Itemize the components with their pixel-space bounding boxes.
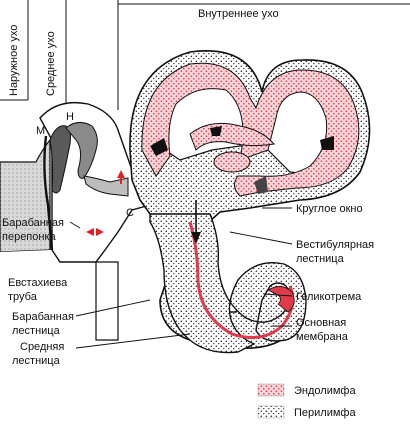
label-eustachian-1: Евстахиева (8, 277, 68, 289)
ampulla-left (150, 138, 168, 156)
otolith-organ (254, 176, 268, 194)
label-basilar-2: мембрана (296, 331, 349, 343)
label-scala-vestibuli-1: Вестибулярная (296, 239, 374, 251)
label-round-window: Круглое окно (296, 203, 363, 215)
label-helicotrema: Геликотрема (296, 291, 362, 303)
label-eustachian-2: труба (8, 291, 38, 303)
eustachian-tube (95, 261, 119, 341)
ampulla-right (320, 136, 334, 150)
label-scala-tympani-1: Барабанная (12, 311, 74, 323)
ossicles (49, 122, 129, 197)
scala-media (188, 221, 295, 340)
arrow-down-head (191, 232, 201, 244)
legend-perilymph-label: Перилимфа (294, 407, 356, 419)
leader-lines (69, 207, 293, 349)
saccule (213, 151, 251, 173)
label-stapes: С (126, 207, 134, 219)
arrow-eardrum-left (86, 228, 94, 236)
malleus (49, 125, 71, 194)
legend: Эндолимфа Перилимфа (257, 383, 356, 419)
label-scala-media-1: Средняя (20, 341, 64, 353)
legend-endolymph-swatch (257, 383, 285, 397)
stapes (83, 175, 129, 197)
region-outer-ear: Наружное ухо (8, 25, 20, 96)
legend-perilymph-swatch (257, 405, 285, 419)
label-basilar-1: Основная (296, 317, 346, 329)
cochlea-body (149, 213, 307, 354)
helicotrema-region (267, 286, 295, 313)
incus (65, 122, 98, 179)
label-malleus: М (36, 125, 45, 137)
region-middle-ear: Среднее ухо (45, 31, 57, 96)
label-eardrum-1: Барабанная (2, 217, 64, 229)
eardrum (43, 135, 54, 251)
label-scala-media-2: лестница (12, 355, 61, 367)
arrow-up-head (117, 170, 125, 178)
label-incus: Н (66, 111, 74, 123)
label-eardrum-2: перепонка (2, 231, 57, 243)
arrows (86, 170, 201, 244)
arrow-eardrum-right (96, 228, 104, 236)
region-inner-ear: Внутреннее ухо (198, 8, 279, 20)
cochlea (149, 213, 307, 354)
ampulla-top (210, 126, 222, 136)
label-scala-vestibuli-2: лестница (296, 253, 345, 265)
legend-endolymph-label: Эндолимфа (294, 385, 356, 397)
label-scala-tympani-2: лестница (12, 325, 61, 337)
